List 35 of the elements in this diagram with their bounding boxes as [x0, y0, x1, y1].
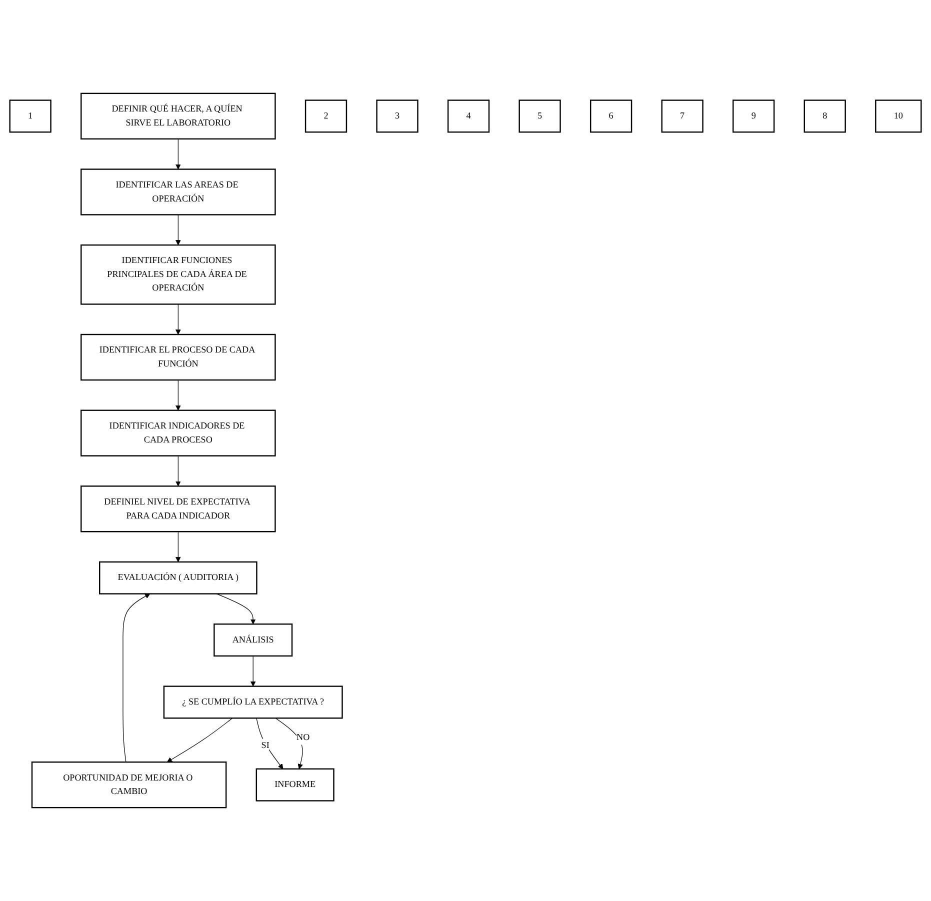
arrow — [122, 594, 150, 762]
node-box: 7 — [661, 100, 704, 133]
arrow — [216, 593, 256, 624]
node-box: ¿ SE CUMPLÍO LA EXPECTATIVA ? — [163, 686, 343, 719]
arrow — [176, 304, 181, 335]
arrow — [275, 718, 303, 770]
arrow — [176, 138, 181, 170]
node-box: INFORME — [256, 768, 334, 802]
arrow — [176, 214, 181, 246]
node-box: 5 — [518, 100, 561, 133]
node-box: IDENTIFICAR EL PROCESO DE CADA FUNCIÓN — [80, 334, 276, 381]
arrow — [176, 456, 181, 486]
node-box: IDENTIFICAR INDICADORES DE CADA PROCESO — [80, 410, 276, 456]
edge-label: NO — [296, 732, 310, 742]
arrow — [250, 656, 256, 687]
node-box: 10 — [875, 100, 922, 133]
node-box: DEFINIEL NIVEL DE EXPECTATIVA PARA CADA INDICADOR — [80, 486, 276, 532]
node-box: ANÁLISIS — [214, 624, 293, 657]
node-box: 6 — [590, 100, 632, 133]
node-box: 2 — [304, 100, 348, 133]
arrow — [176, 380, 181, 411]
node-box: 1 — [9, 100, 52, 133]
node-box: 3 — [376, 100, 418, 133]
arrow — [256, 718, 284, 770]
node-box: OPORTUNIDAD DE MEJORIA O CAMBIO — [31, 762, 227, 808]
edge-label: SI — [261, 740, 270, 750]
node-box: IDENTIFICAR FUNCIONES PRINCIPALES DE CADA ÁREA DE OPERACIÓN — [80, 244, 276, 305]
node-box: IDENTIFICAR LAS AREAS DE OPERACIÓN — [80, 168, 276, 216]
node-box: 4 — [447, 100, 490, 133]
node-box: 8 — [804, 100, 846, 133]
arrow — [176, 531, 181, 562]
node-box: EVALUACIÓN ( AUDITORIA ) — [99, 561, 258, 594]
arrow — [166, 718, 233, 762]
node-box: 9 — [732, 100, 775, 133]
node-box: DEFINIR QUÉ HACER, A QUÍEN SIRVE EL LABORATORIO — [80, 92, 276, 140]
